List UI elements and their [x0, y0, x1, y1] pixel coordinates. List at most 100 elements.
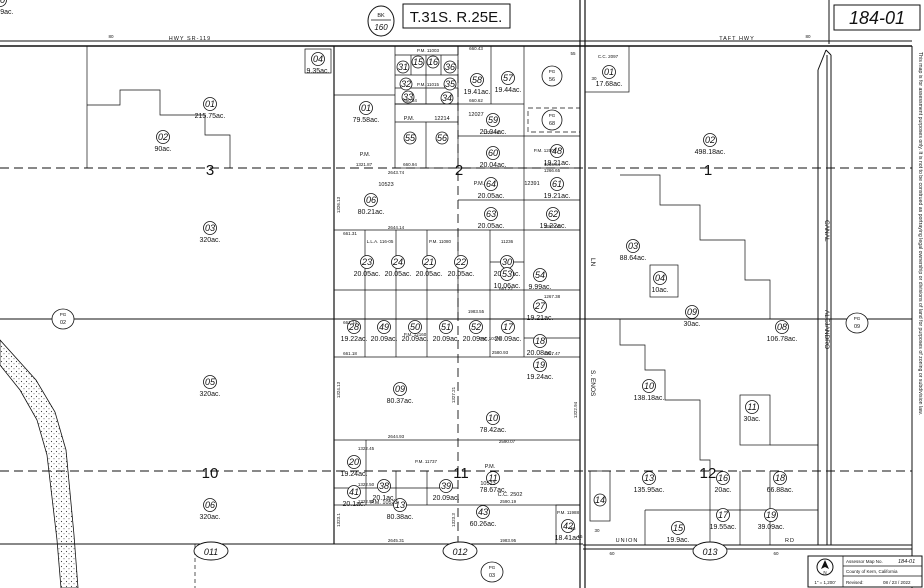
parcel-acreage: 30ac.	[683, 321, 700, 328]
parcel-number: 28	[348, 322, 359, 332]
parcel-acreage: 20.09ac.	[433, 336, 460, 343]
parcel-14[interactable]: 14	[593, 493, 607, 507]
svg-text:56: 56	[549, 77, 555, 83]
parcel-acreage: 90ac.	[154, 146, 171, 153]
map-number-box	[833, 4, 921, 31]
parcel-circle	[653, 271, 667, 285]
parcel-04[interactable]: 049.35ac.	[307, 52, 330, 76]
parcel-acreage: 80.37ac.	[387, 398, 414, 405]
svg-text:02: 02	[60, 320, 66, 326]
svg-text:011: 011	[204, 547, 218, 557]
svg-text:660.94: 660.94	[403, 162, 417, 167]
parcel-15[interactable]: 15	[411, 55, 425, 69]
parcel-circle	[203, 375, 217, 389]
parcel-number: 17	[503, 322, 514, 332]
parcel-circle	[422, 255, 436, 269]
parcel-55[interactable]: 55	[403, 131, 417, 145]
parcel-circle	[347, 485, 361, 499]
svg-text:P.M.: P.M.	[474, 181, 485, 187]
svg-text:P.M. 11015: P.M. 11015	[417, 82, 440, 87]
parcel-acreage: 20.04ac.	[480, 129, 507, 136]
parcel-31[interactable]: 31	[396, 60, 410, 74]
svg-text:P.M.: P.M.	[360, 152, 371, 158]
parcel-number: 16	[718, 473, 728, 483]
parcel-circle	[399, 77, 413, 91]
section-1: 1	[704, 162, 712, 179]
parcel-acreage: 20.1ac.	[343, 501, 366, 508]
parcel-16[interactable]: 16	[426, 55, 440, 69]
svg-text:2580.93: 2580.93	[492, 350, 509, 355]
ref-pg09	[845, 312, 869, 334]
parcel-35[interactable]: 35	[443, 77, 457, 91]
parcel-54[interactable]: 549.99ac.	[529, 268, 552, 292]
svg-text:1327.21: 1327.21	[451, 386, 456, 403]
parcel-32[interactable]: 32	[399, 77, 413, 91]
parcel-33[interactable]: 33	[401, 90, 415, 104]
parcel-34[interactable]: 34	[440, 91, 454, 105]
svg-text:68: 68	[549, 121, 555, 127]
svg-text:1323.1: 1323.1	[336, 513, 341, 527]
svg-text:80: 80	[108, 34, 114, 39]
parcel-40[interactable]: 4020.09ac.	[0, 0, 13, 16]
parcel-36[interactable]: 36	[443, 60, 457, 74]
parcel-circle	[391, 255, 405, 269]
parcel-number: 06	[205, 500, 215, 510]
svg-text:1321.45: 1321.45	[483, 130, 500, 135]
parcel-56[interactable]: 56	[435, 131, 449, 145]
